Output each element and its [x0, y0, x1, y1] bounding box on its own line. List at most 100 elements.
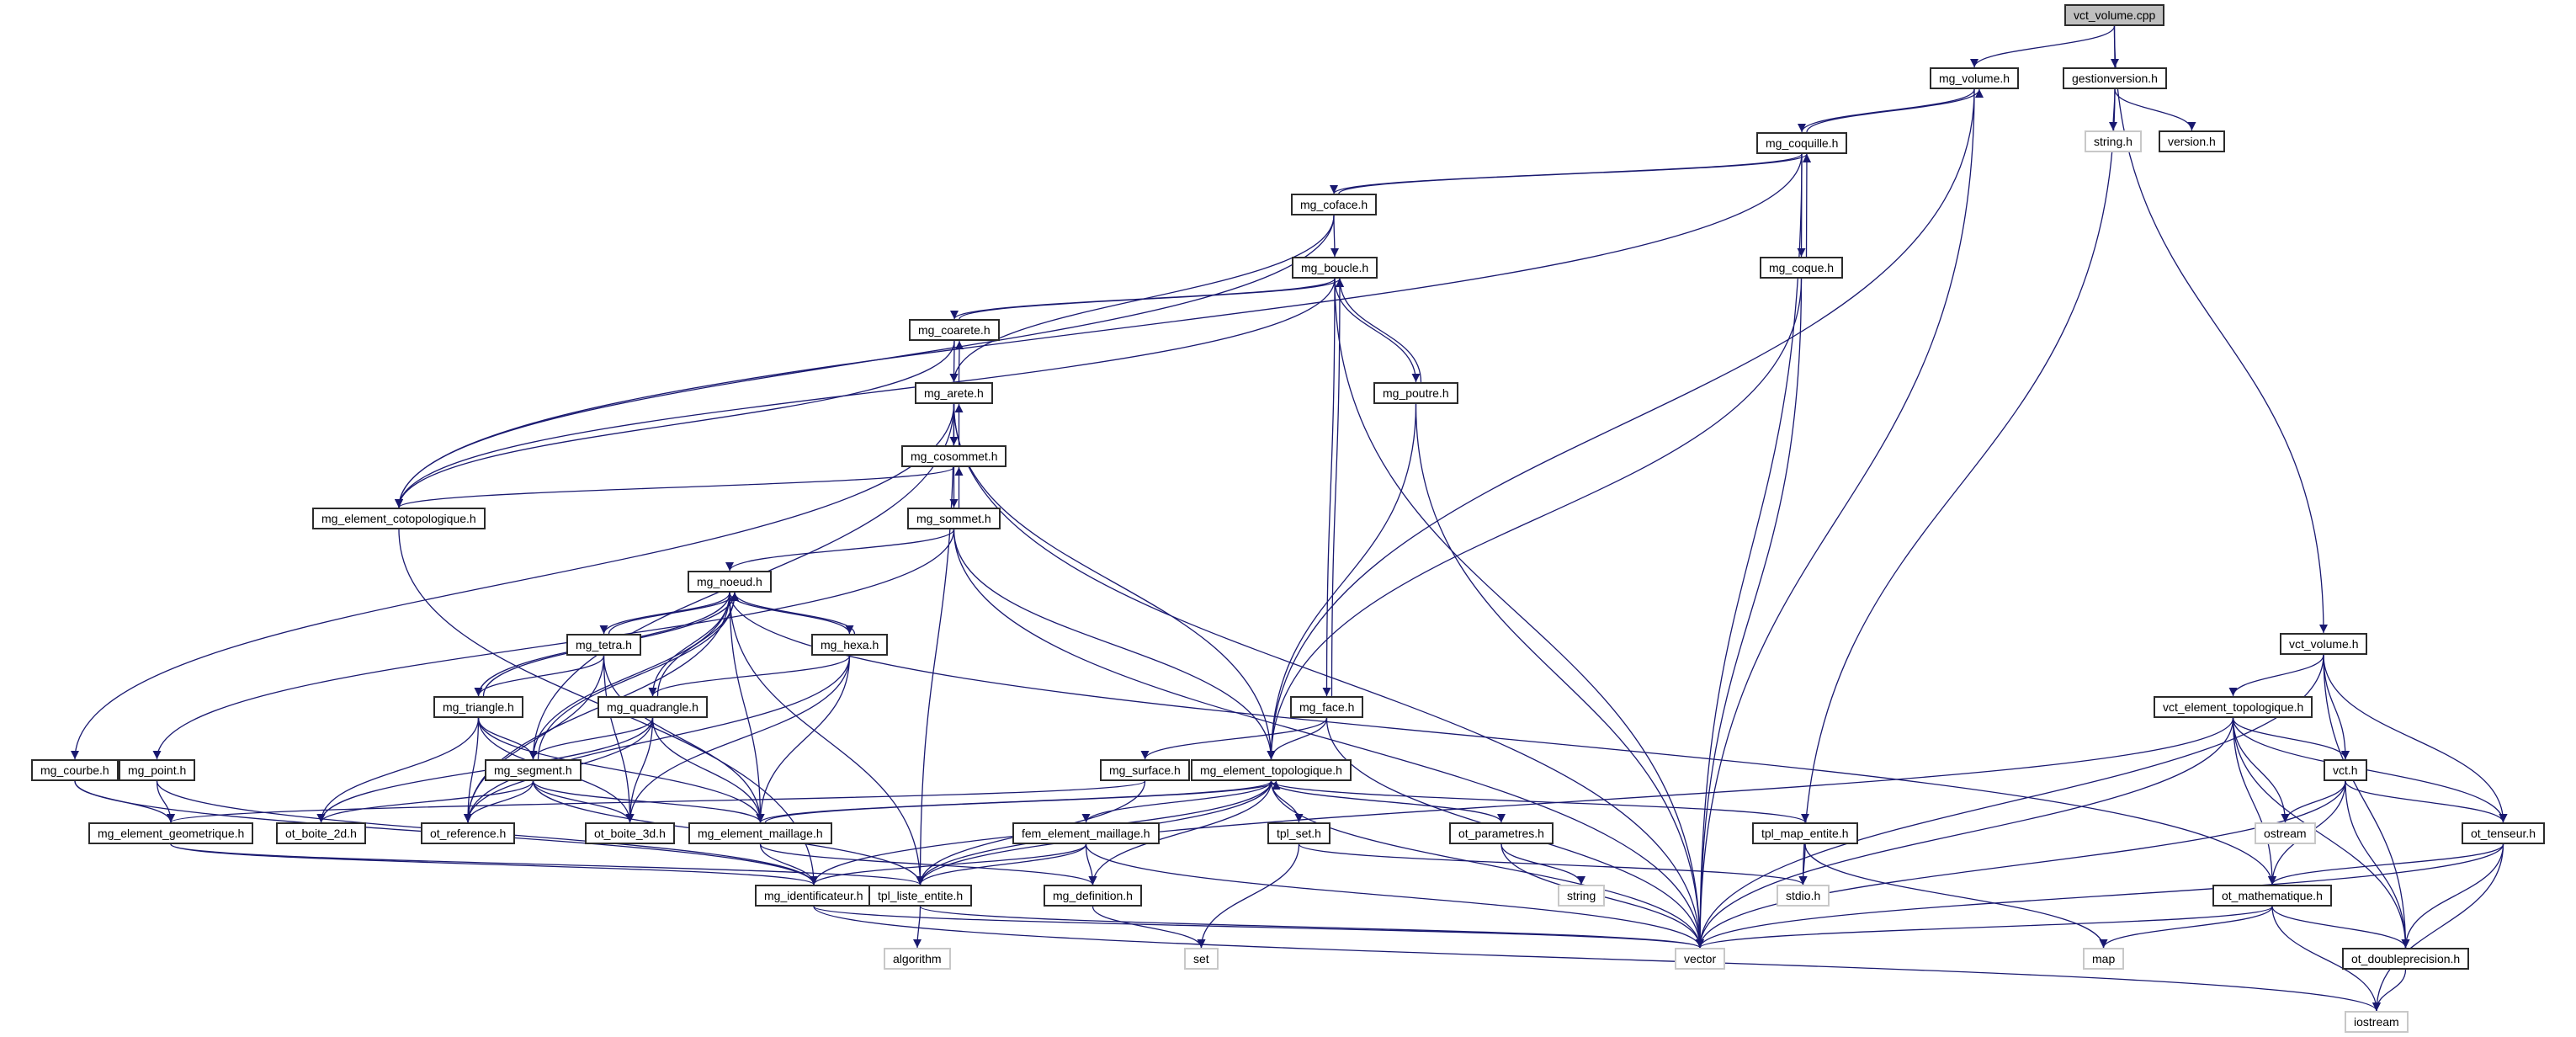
- edge-mg-sommet-to-mg-element-topologique: [953, 529, 1276, 760]
- node-ot-doubleprecision[interactable]: ot_doubleprecision.h: [2342, 948, 2470, 970]
- edge-ot-parametres-to-string: [1500, 843, 1585, 885]
- node-mg-element-maillage[interactable]: mg_element_maillage.h: [688, 822, 832, 844]
- edge-mg-tetra-to-mg-element-maillage: [603, 655, 765, 823]
- node-ot-boite-3d[interactable]: ot_boite_3d.h: [585, 822, 675, 844]
- edge-mg-poutre-to-mg-boucle: [1336, 278, 1422, 383]
- node-mg-surface[interactable]: mg_surface.h: [1100, 759, 1190, 781]
- node-mg-tetra[interactable]: mg_tetra.h: [566, 634, 641, 656]
- edge-vct-element-topologique-to-ot-mathematique: [2232, 717, 2276, 885]
- node-string[interactable]: string: [1558, 885, 1606, 907]
- edge-mg-coface-to-mg-element-cotopologique: [395, 215, 1335, 508]
- node-ot-parametres[interactable]: ot_parametres.h: [1449, 822, 1554, 844]
- node-ot-mathematique[interactable]: ot_mathematique.h: [2212, 885, 2332, 907]
- edge-gestionversion-to-version: [2114, 88, 2196, 131]
- node-mg-segment[interactable]: mg_segment.h: [485, 759, 582, 781]
- node-vector[interactable]: vector: [1675, 948, 1726, 970]
- edge-mg-poutre-to-vector: [1415, 403, 1704, 949]
- edge-mg-coarete-to-mg-arete: [949, 340, 959, 383]
- node-vct-volume-cpp[interactable]: vct_volume.cpp: [2064, 4, 2165, 26]
- node-mg-boucle[interactable]: mg_boucle.h: [1292, 257, 1378, 279]
- node-tpl-set[interactable]: tpl_set.h: [1267, 822, 1330, 844]
- node-map[interactable]: map: [2083, 948, 2125, 970]
- edge-ot-tenseur-to-ot-mathematique: [2268, 843, 2504, 885]
- edge-mg-noeud-to-mg-quadrangle: [648, 592, 730, 697]
- node-ot-reference[interactable]: ot_reference.h: [421, 822, 516, 844]
- node-mg-triangle[interactable]: mg_triangle.h: [433, 696, 523, 718]
- node-mg-coquille[interactable]: mg_coquille.h: [1756, 132, 1848, 154]
- node-mg-poutre[interactable]: mg_poutre.h: [1373, 382, 1458, 404]
- node-vct-h[interactable]: vct.h: [2324, 759, 2367, 781]
- edge-vct-element-topologique-to-ostream: [2232, 717, 2290, 823]
- node-mg-identificateur[interactable]: mg_identificateur.h: [755, 885, 873, 907]
- edge-mg-coquille-to-mg-volume: [1806, 88, 1984, 133]
- node-ot-boite-2d[interactable]: ot_boite_2d.h: [276, 822, 366, 844]
- node-mg-volume[interactable]: mg_volume.h: [1930, 67, 2020, 89]
- edge-vct-element-topologique-to-ot-tenseur: [2232, 717, 2508, 823]
- edge-mg-boucle-to-vector: [1334, 278, 1704, 949]
- edge-fem-element-maillage-to-vector: [1085, 843, 1704, 949]
- edge-tpl-map-entite-to-stdio-h: [1798, 843, 1808, 885]
- edge-mg-noeud-to-mg-segment: [528, 592, 730, 760]
- node-ostream[interactable]: ostream: [2255, 822, 2316, 844]
- node-vct-volume-h[interactable]: vct_volume.h: [2280, 633, 2368, 655]
- node-mg-coque[interactable]: mg_coque.h: [1760, 257, 1844, 279]
- node-algorithm[interactable]: algorithm: [884, 948, 951, 970]
- node-mg-quadrangle[interactable]: mg_quadrangle.h: [598, 696, 708, 718]
- edge-mg-cosommet-to-mg-element-cotopologique: [395, 466, 955, 508]
- node-mg-coface[interactable]: mg_coface.h: [1291, 194, 1378, 215]
- edge-mg-triangle-to-mg-element-maillage: [477, 717, 765, 823]
- node-mg-coarete[interactable]: mg_coarete.h: [909, 319, 1000, 341]
- node-version[interactable]: version.h: [2159, 130, 2225, 152]
- edge-vct-volume-cpp-to-mg-volume: [1970, 25, 2116, 68]
- node-mg-hexa[interactable]: mg_hexa.h: [811, 634, 889, 656]
- edge-vct-h-to-vector: [1696, 780, 2346, 949]
- edge-ot-doubleprecision-to-iostream: [2372, 969, 2407, 1012]
- node-mg-arete[interactable]: mg_arete.h: [915, 382, 993, 404]
- node-mg-noeud[interactable]: mg_noeud.h: [688, 571, 772, 593]
- node-mg-element-topologique[interactable]: mg_element_topologique.h: [1191, 759, 1352, 781]
- node-string-h[interactable]: string.h: [2085, 130, 2142, 152]
- edge-vct-h-to-ot-tenseur: [2345, 780, 2508, 823]
- edge-mg-coarete-to-mg-element-cotopologique: [395, 340, 955, 508]
- node-stdio-h[interactable]: stdio.h: [1777, 885, 1830, 907]
- node-gestionversion[interactable]: gestionversion.h: [2063, 67, 2167, 89]
- edge-mg-element-geometrique-to-tpl-liste-entite: [170, 843, 925, 885]
- edge-vct-volume-cpp-to-vct-volume-h: [2113, 25, 2328, 634]
- edge-mg-arete-to-tpl-liste-entite: [916, 403, 955, 885]
- edge-mg-element-maillage-to-mg-definition: [759, 843, 1097, 885]
- edge-mg-triangle-to-ot-boite-2d: [316, 717, 480, 823]
- node-mg-sommet[interactable]: mg_sommet.h: [907, 508, 1001, 529]
- node-mg-element-cotopologique[interactable]: mg_element_cotopologique.h: [312, 508, 486, 529]
- edge-mg-coque-to-mg-element-topologique: [1267, 278, 1803, 760]
- edge-mg-coquille-to-mg-element-cotopologique: [395, 153, 1803, 508]
- edge-mg-triangle-to-mg-segment: [477, 717, 538, 760]
- edge-tpl-map-entite-to-map: [1804, 843, 2108, 949]
- edge-mg-sommet-to-mg-point: [152, 529, 955, 760]
- edge-ot-tenseur-to-iostream: [2372, 843, 2504, 1012]
- node-vct-element-topologique[interactable]: vct_element_topologique.h: [2154, 696, 2313, 718]
- edge-mg-element-topologique-to-tpl-map-entite: [1270, 780, 1809, 823]
- edge-mg-element-topologique-to-vector: [1270, 780, 1704, 949]
- edge-mg-face-to-mg-element-topologique: [1267, 717, 1328, 760]
- node-mg-definition[interactable]: mg_definition.h: [1044, 885, 1142, 907]
- edge-mg-point-to-mg-element-geometrique: [156, 780, 175, 823]
- node-ot-tenseur[interactable]: ot_tenseur.h: [2462, 822, 2546, 844]
- edge-mg-triangle-to-ot-reference: [464, 717, 480, 823]
- node-fem-element-maillage[interactable]: fem_element_maillage.h: [1012, 822, 1160, 844]
- node-mg-element-geometrique[interactable]: mg_element_geometrique.h: [88, 822, 254, 844]
- node-tpl-map-entite[interactable]: tpl_map_entite.h: [1752, 822, 1858, 844]
- node-mg-courbe[interactable]: mg_courbe.h: [31, 759, 119, 781]
- edge-mg-quadrangle-to-ot-boite-3d: [625, 717, 654, 823]
- node-mg-point[interactable]: mg_point.h: [119, 759, 196, 781]
- edge-mg-boucle-to-mg-face: [1322, 278, 1336, 697]
- node-iostream[interactable]: iostream: [2345, 1011, 2409, 1033]
- node-tpl-liste-entite[interactable]: tpl_liste_entite.h: [868, 885, 973, 907]
- node-set[interactable]: set: [1184, 948, 1219, 970]
- node-mg-face[interactable]: mg_face.h: [1290, 696, 1364, 718]
- node-mg-cosommet[interactable]: mg_cosommet.h: [901, 445, 1007, 467]
- edge-mg-element-maillage-to-mg-element-topologique: [764, 780, 1281, 823]
- edge-mg-tetra-to-mg-noeud: [608, 592, 739, 635]
- edge-mg-volume-to-mg-coquille: [1798, 88, 1975, 133]
- edge-vct-element-topologique-to-vector: [1696, 717, 2234, 949]
